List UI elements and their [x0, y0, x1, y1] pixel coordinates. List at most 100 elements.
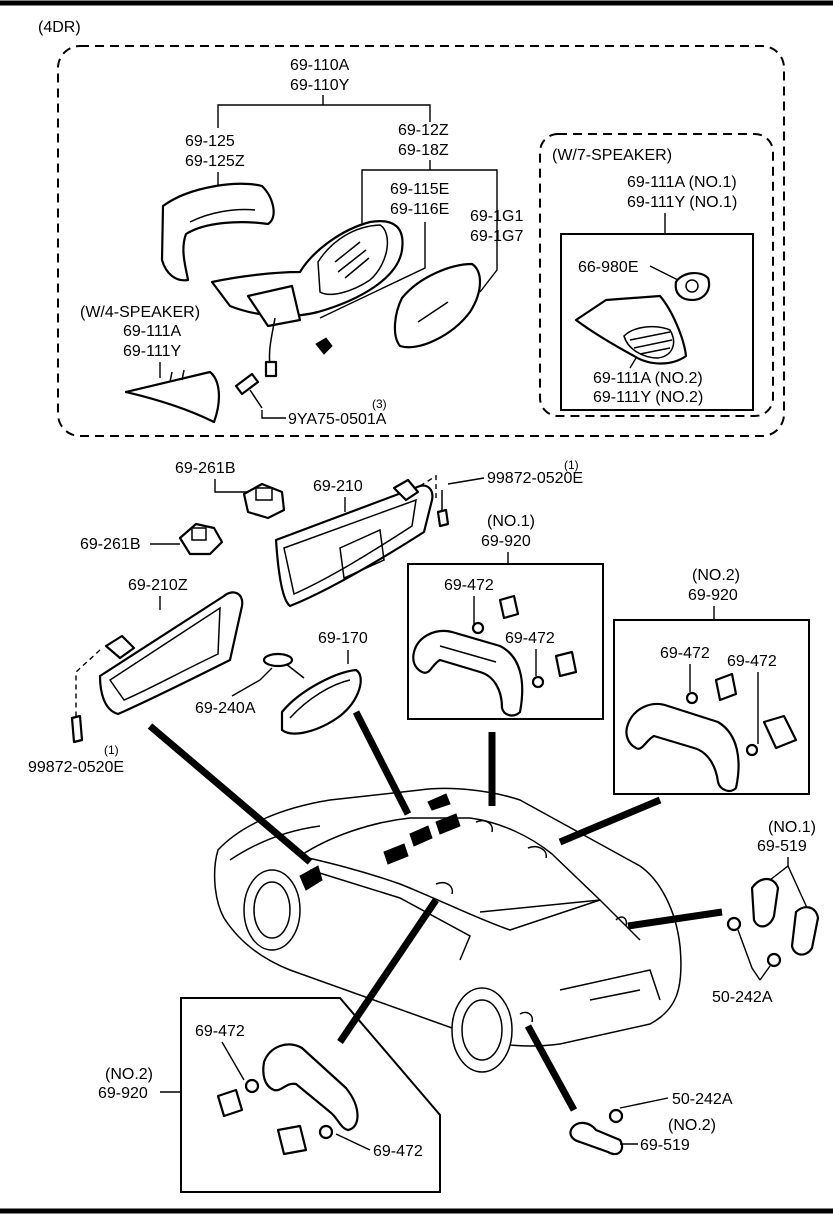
lower-cap-a-leader	[221, 1041, 245, 1081]
car-mark-1	[383, 843, 409, 865]
lower-grip-part-drawing	[262, 1043, 359, 1132]
body-leader	[319, 222, 426, 319]
trunk-clip3-part	[608, 1108, 624, 1124]
mirror-body-part	[210, 220, 404, 318]
lower-cap-b-label: 69-472	[373, 1143, 423, 1160]
tweeter-leader	[649, 265, 679, 281]
pointer-mirror	[352, 710, 412, 816]
screw-bottom-part	[70, 714, 84, 744]
front-cap-a-part	[471, 621, 485, 635]
glass-label-2: 69-1G7	[470, 228, 523, 245]
visor-left-part	[98, 591, 244, 716]
speaker7-inner-box	[560, 233, 754, 411]
trunk-handle1-leader	[769, 857, 789, 881]
lower-bracket-a	[216, 1088, 244, 1118]
screw-leader	[261, 410, 286, 419]
trunk-handle1-leader-b	[787, 865, 809, 911]
speaker7-no2-label-2: 69-111Y (NO.2)	[593, 389, 703, 406]
front-grip-box	[407, 563, 604, 720]
pointer-trunk-1	[627, 908, 723, 930]
cover-label-1: 69-125	[185, 133, 235, 150]
speaker7-grille	[623, 325, 675, 359]
rear-grip-part: 69-920	[688, 587, 738, 604]
tweeter-center	[685, 279, 699, 293]
vanity-mirror	[339, 528, 385, 580]
rear-grip-no: (NO.2)	[692, 567, 740, 584]
trunk-clip-leader-a	[737, 929, 761, 981]
car-trunk-handle-mark-2	[519, 1011, 534, 1023]
mirror-stem	[285, 663, 305, 679]
mirror-base-label: 69-240A	[195, 700, 256, 717]
car-rear-window	[479, 899, 641, 941]
car-front-hub	[253, 881, 291, 939]
cover-label-2: 69-125Z	[185, 153, 245, 170]
inner-mirror-edge	[289, 679, 351, 719]
group-label-1: 69-12Z	[398, 122, 449, 139]
group-leader	[361, 169, 498, 293]
glass-label-1: 69-1G1	[470, 208, 523, 225]
rear-bracket-b	[762, 714, 798, 750]
visor-left-hinge	[104, 634, 136, 660]
screw-bottom-label: 99872-0520E	[28, 759, 124, 776]
mirror-cover-edge	[189, 208, 256, 223]
visor-left-inner	[108, 606, 221, 701]
visor-right-label: 69-210	[313, 478, 363, 495]
trunk-handle2-part	[569, 1121, 624, 1156]
holder-b-detail	[191, 527, 207, 541]
holder-a-label: 69-261B	[175, 460, 236, 477]
front-cap-b-part	[531, 675, 545, 689]
lower-cap-a-part	[244, 1078, 260, 1094]
speaker7-title: (W/7-SPEAKER)	[552, 147, 672, 164]
lower-bracket-b	[276, 1124, 308, 1156]
car-windshield	[229, 825, 321, 861]
tweeter-part	[674, 272, 711, 302]
car-illustration	[213, 787, 682, 1073]
screw-head	[234, 372, 260, 396]
trunk-clip-leader-b	[759, 965, 771, 981]
car-visor-mark	[299, 865, 323, 891]
trunk-clip1-part	[726, 916, 742, 932]
rear-bracket-a	[714, 672, 738, 702]
rear-cap-a-part	[685, 691, 699, 705]
rear-cap-a-label: 69-472	[660, 645, 710, 662]
car-grip-front	[475, 820, 494, 833]
mirror-cover-part	[160, 182, 275, 282]
mirror-connector	[264, 360, 278, 378]
screw-label: 9YA75-0501A	[288, 411, 387, 428]
screw-top-label: 99872-0520E	[487, 470, 583, 487]
holder-b-label: 69-261B	[80, 536, 141, 553]
holder-a-part	[242, 482, 286, 520]
speaker4-label-1: 69-111A	[123, 323, 181, 340]
trunk-clip2-part	[766, 952, 782, 968]
lower-grip-part: 69-920	[98, 1085, 148, 1102]
rear-grip-part-drawing	[625, 702, 740, 792]
screw-top-leader	[447, 477, 485, 485]
model-label: (4DR)	[38, 19, 81, 36]
car-trunk-line	[559, 969, 661, 1001]
group-label-2: 69-18Z	[398, 142, 449, 159]
visor-right-dash	[419, 474, 437, 500]
car-door-line	[309, 869, 471, 961]
lower-cap-a-label: 69-472	[195, 1023, 245, 1040]
mirror-body-recess	[317, 224, 389, 296]
pointer-lower-grip	[337, 898, 439, 1044]
visor-right-hinge	[392, 478, 420, 502]
trunk-clip1-label: 50-242A	[712, 989, 773, 1006]
speaker4-label-2: 69-111Y	[123, 343, 181, 360]
trunk-handle1-part-a	[750, 877, 780, 928]
speaker7-label-2: 69-111Y (NO.1)	[627, 194, 737, 211]
front-cap-b-label: 69-472	[505, 630, 555, 647]
car-rear-hub	[461, 999, 503, 1061]
rear-grip-box	[613, 619, 810, 795]
mirror-motor-detail	[334, 241, 370, 279]
car-front-wheel	[243, 869, 301, 951]
car-trunk-handle-mark	[615, 916, 628, 927]
screw-shank	[249, 389, 263, 409]
speaker7-group-border	[539, 133, 774, 417]
visor-left-label: 69-210Z	[128, 577, 188, 594]
trunk-clip2-leader	[619, 1097, 669, 1109]
body-label-2: 69-116E	[390, 201, 449, 218]
speaker7-no2-label-1: 69-111A (NO.2)	[593, 370, 703, 387]
lower-grip-box	[180, 997, 441, 1193]
